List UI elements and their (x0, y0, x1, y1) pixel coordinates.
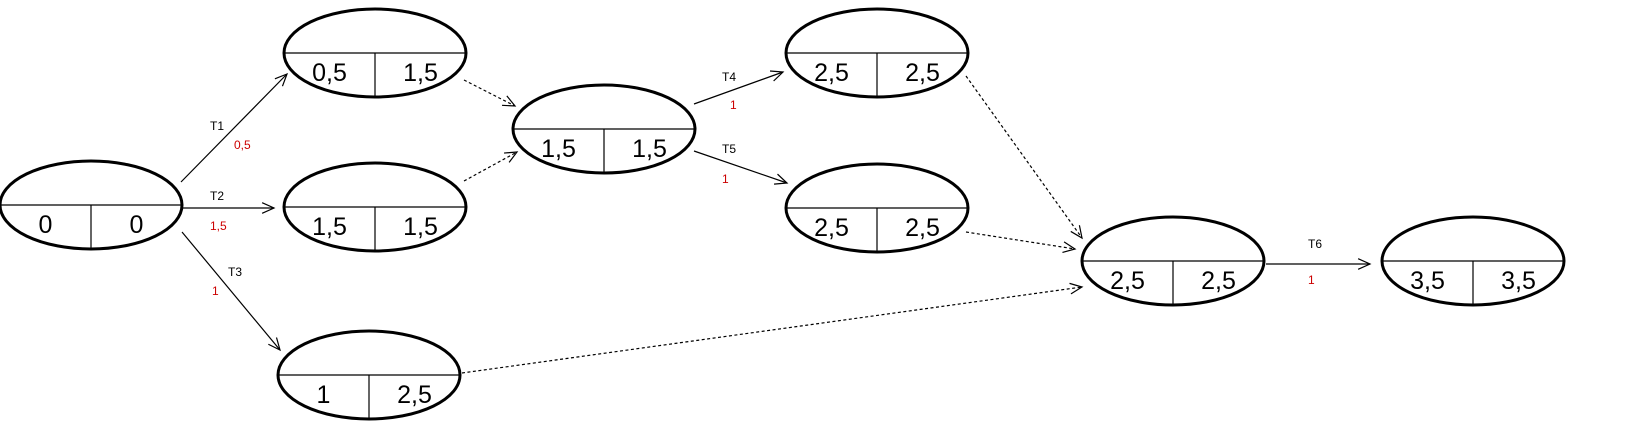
edge-n6-n7 (965, 231, 1077, 253)
edge-n0-n2 (182, 202, 276, 214)
arrowhead-n4-n5 (769, 70, 785, 82)
node-latest-time: 2,5 (1201, 267, 1236, 295)
node-latest-time: 2,5 (905, 214, 940, 242)
node-latest-time: 1,5 (403, 213, 438, 241)
node-latest-time: 1,5 (632, 135, 667, 163)
event-node-n8: 3,5 3,5 (1380, 215, 1566, 307)
edge-n7-n8 (1266, 258, 1372, 270)
duration-label-T2: 1,5 (210, 219, 227, 233)
edge-n2-n4 (463, 151, 519, 182)
duration-label-T4: 1 (730, 98, 737, 112)
node-earliest-time: 0 (39, 211, 53, 239)
task-arrow-n0-n3 (181, 231, 281, 351)
edge-n3-n7 (461, 282, 1084, 374)
edge-n4-n5 (693, 70, 785, 105)
task-label-T3: T3 (228, 265, 242, 279)
edge-n5-n7 (965, 75, 1083, 240)
arrowhead-n7-n8 (1357, 258, 1372, 270)
arrowhead-n1-n4 (501, 95, 517, 107)
edges-layer (180, 70, 1372, 374)
duration-label-T1: 0,5 (234, 138, 251, 152)
dummy-arrow-n2-n4 (463, 151, 518, 182)
node-earliest-time: 2,5 (814, 59, 849, 87)
dummy-arrow-n3-n7 (461, 286, 1083, 374)
node-latest-time: 2,5 (397, 381, 432, 409)
arrowhead-n2-n4 (503, 151, 519, 163)
arrowhead-n4-n6 (773, 173, 789, 185)
node-latest-time: 1,5 (403, 59, 438, 87)
edge-n1-n4 (463, 79, 517, 107)
node-latest-time: 0 (130, 211, 144, 239)
node-earliest-time: 0,5 (312, 59, 347, 87)
node-earliest-time: 1,5 (541, 135, 576, 163)
event-node-n4: 1,5 1,5 (511, 83, 697, 175)
node-earliest-time: 2,5 (814, 214, 849, 242)
node-earliest-time: 2,5 (1110, 267, 1145, 295)
task-arrow-n0-n1 (180, 73, 288, 183)
edge-n0-n3 (181, 231, 281, 352)
duration-label-T5: 1 (722, 172, 729, 186)
event-node-n6: 2,5 2,5 (784, 162, 970, 254)
node-latest-time: 3,5 (1501, 267, 1536, 295)
task-label-T2: T2 (210, 189, 224, 203)
task-label-T4: T4 (722, 70, 736, 84)
task-label-T1: T1 (210, 119, 224, 133)
edge-n4-n6 (693, 150, 789, 185)
arrowhead-n0-n2 (261, 202, 276, 214)
arrowhead-n5-n7 (1070, 225, 1083, 240)
arrowhead-n0-n1 (274, 72, 289, 87)
arrowhead-n6-n7 (1062, 241, 1077, 253)
dummy-arrow-n1-n4 (463, 79, 516, 107)
event-node-n2: 1,5 1,5 (282, 161, 468, 253)
task-label-T6: T6 (1308, 237, 1322, 251)
arrowhead-n0-n3 (268, 337, 281, 352)
task-arrow-n4-n6 (693, 150, 788, 184)
node-earliest-time: 1,5 (312, 213, 347, 241)
node-earliest-time: 3,5 (1410, 267, 1445, 295)
node-latest-time: 2,5 (905, 59, 940, 87)
event-node-n1: 0,5 1,5 (282, 7, 468, 99)
arrowhead-n3-n7 (1069, 282, 1084, 295)
dummy-arrow-n5-n7 (965, 75, 1083, 239)
event-node-n5: 2,5 2,5 (784, 7, 970, 99)
edge-n0-n1 (180, 72, 289, 183)
dummy-arrow-n6-n7 (965, 231, 1076, 250)
node-earliest-time: 1 (317, 381, 331, 409)
event-node-n7: 2,5 2,5 (1080, 215, 1266, 307)
task-label-T5: T5 (722, 142, 736, 156)
task-arrow-n4-n5 (693, 71, 784, 105)
duration-label-T3: 1 (212, 284, 219, 298)
duration-label-T6: 1 (1308, 273, 1315, 287)
